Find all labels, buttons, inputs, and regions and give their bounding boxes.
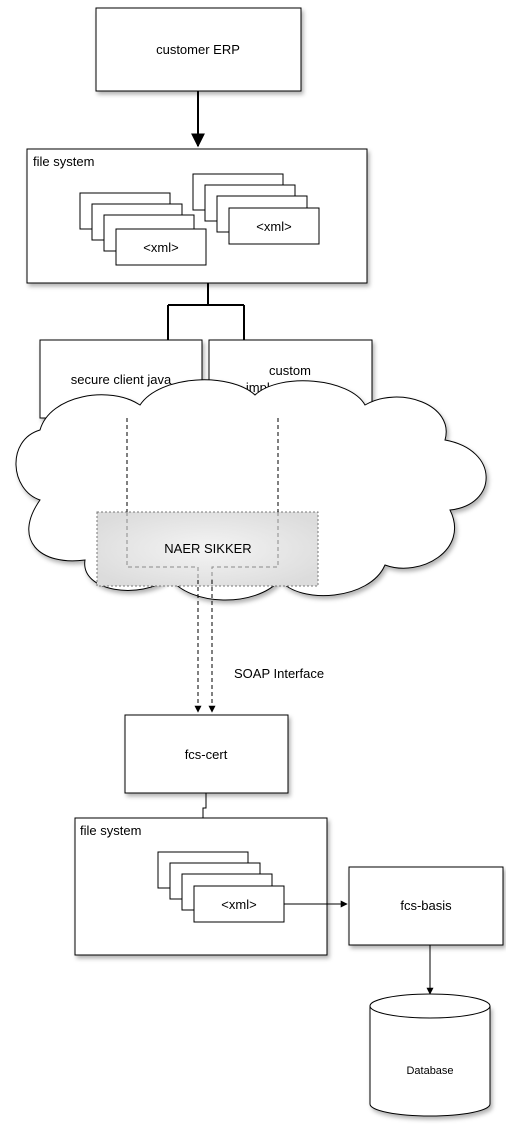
customer-erp-label: customer ERP: [156, 42, 240, 57]
fcs-cert-label: fcs-cert: [185, 747, 228, 762]
soap-dashed-arrows: [194, 580, 216, 713]
fcs-basis-node: fcs-basis: [348, 866, 504, 946]
file-system-bottom-node: file system <xml>: [74, 817, 328, 956]
xml-left-label: <xml>: [143, 240, 178, 255]
file-system-top-label: file system: [33, 154, 94, 169]
split-connector: [167, 283, 245, 340]
file-system-bottom-label: file system: [80, 823, 141, 838]
soap-interface-label: SOAP Interface: [234, 666, 324, 681]
client-dashed-connectors: [126, 418, 279, 580]
naer-sikker-label: NAER SIKKER: [164, 541, 251, 556]
database-node: Database: [369, 993, 491, 1117]
fcs-cert-node: fcs-cert: [124, 714, 289, 794]
xml-bottom-label: <xml>: [221, 897, 256, 912]
xml-stack-bottom: <xml>: [157, 851, 285, 923]
custom-impl-label-line1: custom: [269, 363, 311, 378]
xml-stack-right: <xml>: [192, 173, 320, 245]
xml-stack-left: <xml>: [79, 192, 207, 266]
secure-client-label: secure client java: [71, 372, 172, 387]
xml-right-label: <xml>: [256, 219, 291, 234]
naer-sikker-node: NAER SIKKER: [96, 511, 319, 587]
customer-erp-node: customer ERP: [95, 7, 302, 92]
database-label: Database: [406, 1065, 453, 1077]
fcs-basis-label: fcs-basis: [400, 898, 452, 913]
file-system-top-node: file system <xml> <xml>: [26, 148, 368, 284]
